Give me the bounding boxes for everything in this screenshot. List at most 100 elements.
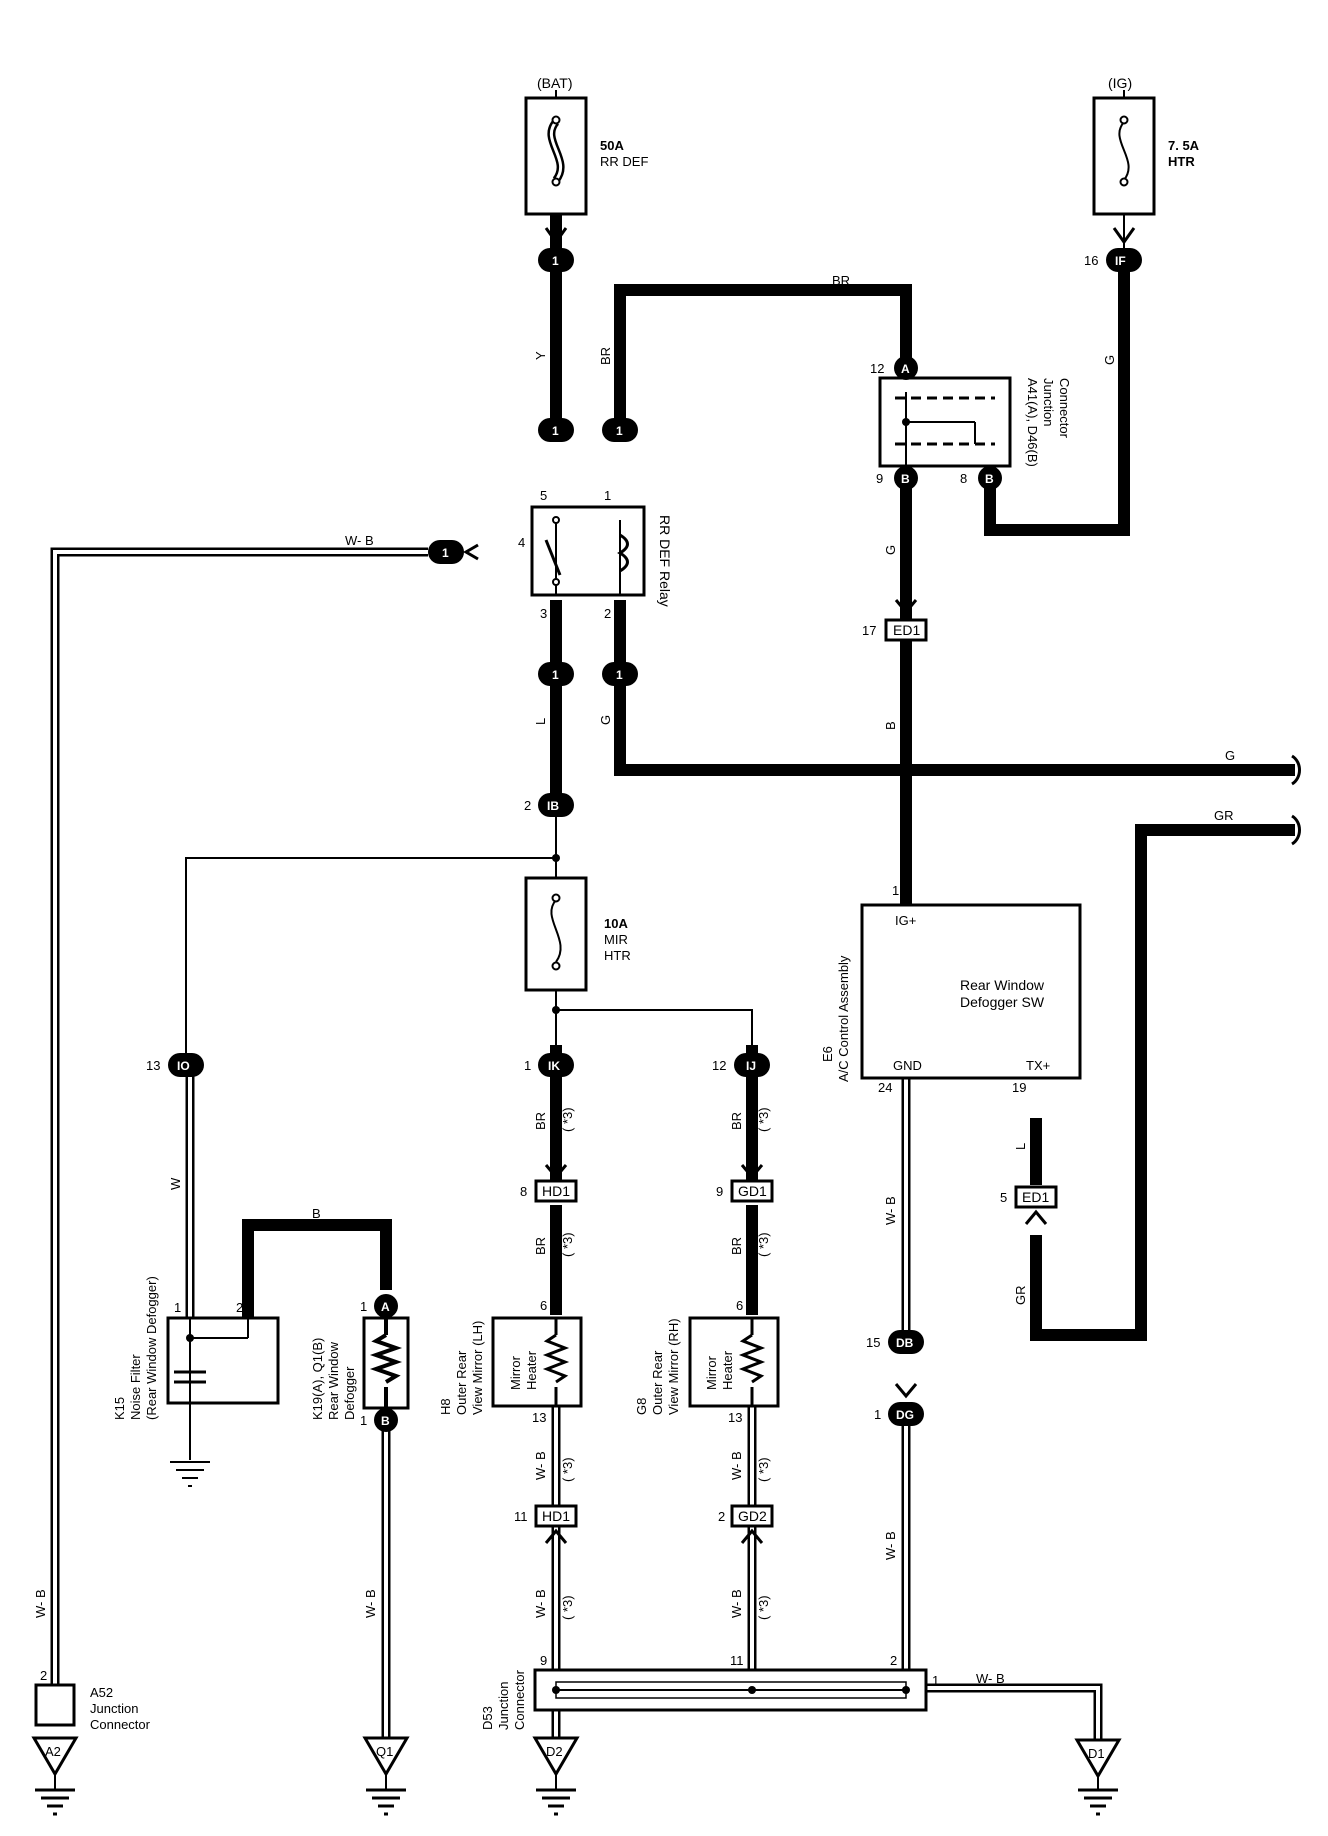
pin-ij: 12 (712, 1058, 726, 1073)
wc-l-tx: L (1013, 1143, 1028, 1150)
pin-a12: 12 (870, 361, 884, 376)
wc-note1: ( *3) (560, 1107, 575, 1132)
connector-hd1-8: HD1 (534, 1179, 578, 1203)
relay-arrow-4 (463, 543, 479, 561)
noise-filter-id: K15 (112, 1397, 127, 1420)
mirror-lh-line1: Outer Rear (454, 1350, 469, 1415)
pin-a52-2: 2 (40, 1668, 47, 1683)
wc-w-io: W (168, 1177, 183, 1190)
arrow-hd1-11 (544, 1528, 568, 1544)
source-bat: (BAT) (537, 75, 573, 91)
pin-lh-13: 13 (532, 1410, 546, 1425)
ac-control-assembly (860, 903, 1082, 1080)
fuse-rr-def (524, 96, 588, 216)
mirror-heater-lh (491, 1316, 583, 1408)
defogger-line2: Defogger (342, 1366, 357, 1420)
ground-d1-label: D1 (1088, 1746, 1105, 1761)
pin-d53-1: 1 (932, 1673, 939, 1688)
connector-dg: DG (888, 1402, 924, 1426)
connector-b8: B (978, 466, 1002, 490)
arrow-gd1-9 (740, 1164, 764, 1180)
fuse-htr-name: HTR (1168, 154, 1195, 169)
pin-tx-19: 19 (1012, 1080, 1026, 1095)
junction-d53-line2: Connector (512, 1669, 527, 1730)
connector-c1-top: 1 (538, 248, 574, 272)
wc-note3: ( *3) (560, 1232, 575, 1257)
connector-ed1-5: ED1 (1014, 1185, 1058, 1209)
pin-io: 13 (146, 1058, 160, 1073)
wc-gr-ed1: GR (1013, 1286, 1028, 1306)
junction-d53-id: D53 (480, 1706, 495, 1730)
wc-wb-lh2: W- B (533, 1589, 548, 1618)
thick-wires (242, 195, 1295, 1341)
pin-ig-1: 1 (892, 883, 899, 898)
svg-text:ED1: ED1 (1022, 1189, 1049, 1205)
ac-name: A/C Control Assembly (836, 955, 851, 1082)
connector-gd2-2: GD2 (730, 1504, 774, 1528)
pin-gd1-9: 9 (716, 1184, 723, 1199)
wc-br-left: BR (598, 347, 613, 365)
junction-d53 (533, 1668, 928, 1712)
connector-c1-wb: 1 (428, 540, 464, 564)
wc-wb-top: W- B (345, 533, 374, 548)
junction-a41 (878, 376, 1012, 468)
pin-b1: 1 (360, 1413, 367, 1428)
svg-text:IO: IO (177, 1059, 190, 1073)
pin-ed1-5: 5 (1000, 1190, 1007, 1205)
wc-g-relay: G (598, 715, 613, 725)
ground-q1 (362, 1736, 410, 1816)
wc-gr-out: GR (1214, 808, 1234, 823)
junction-d53-line1: Junction (496, 1682, 511, 1730)
svg-text:HD1: HD1 (542, 1508, 570, 1524)
connector-a1: A (374, 1294, 398, 1318)
arrow-bat (544, 227, 568, 245)
pin-gnd-24: 24 (878, 1080, 892, 1095)
connector-if: IF (1106, 248, 1142, 272)
connector-db: DB (888, 1330, 924, 1354)
defogger-id: K19(A), Q1(B) (310, 1338, 325, 1420)
fuse-mir-name2: HTR (604, 948, 631, 963)
fuse-rr-def-rating: 50A (600, 138, 624, 153)
wc-wb-gnd: W- B (883, 1196, 898, 1225)
rear-window-defogger (362, 1316, 410, 1410)
connector-c1-y: 1 (538, 418, 574, 442)
splice-mir (552, 1006, 560, 1014)
wc-note6: ( *3) (756, 1457, 771, 1482)
arrow-ed1-17 (894, 599, 918, 615)
pin-b9: 9 (876, 471, 883, 486)
pin-hd1-11: 11 (514, 1509, 528, 1524)
junction-a52 (34, 1683, 76, 1727)
mirror-rh-line2: View Mirror (RH) (666, 1318, 681, 1415)
mirror-rh-line1: Outer Rear (650, 1350, 665, 1415)
wc-br-ik: BR (533, 1112, 548, 1130)
pin-ed1-17: 17 (862, 623, 876, 638)
wc-y: Y (533, 351, 548, 360)
ac-sw-line1: Rear Window (960, 977, 1045, 993)
junction-a52-line2: Connector (90, 1717, 151, 1732)
ground-q1-label: Q1 (376, 1744, 393, 1759)
relay-pin-3: 3 (540, 606, 547, 621)
mirror-lh-heater1: Mirror (508, 1355, 523, 1390)
ac-ig-plus: IG+ (895, 913, 916, 928)
pin-b8: 8 (960, 471, 967, 486)
ac-id: E6 (820, 1046, 835, 1062)
relay-pin-1: 1 (604, 488, 611, 503)
wire-break-gr (1291, 814, 1301, 846)
rr-def-relay (530, 505, 646, 597)
wire-break-g (1291, 754, 1301, 786)
wc-wb-left: W- B (33, 1589, 48, 1618)
svg-text:1: 1 (552, 668, 559, 682)
connector-a12: A (894, 356, 918, 380)
svg-text:HD1: HD1 (542, 1183, 570, 1199)
svg-text:A: A (901, 362, 910, 376)
mirror-lh-id: H8 (438, 1398, 453, 1415)
pin-nf-2: 2 (236, 1300, 243, 1315)
relay-pin-2: 2 (604, 606, 611, 621)
ground-a2-label: A2 (45, 1744, 61, 1759)
arrow-hd1-8 (544, 1164, 568, 1180)
connector-ij: IJ (734, 1053, 770, 1077)
svg-text:1: 1 (552, 424, 559, 438)
pin-if: 16 (1084, 253, 1098, 268)
arrow-ig (1112, 227, 1136, 245)
